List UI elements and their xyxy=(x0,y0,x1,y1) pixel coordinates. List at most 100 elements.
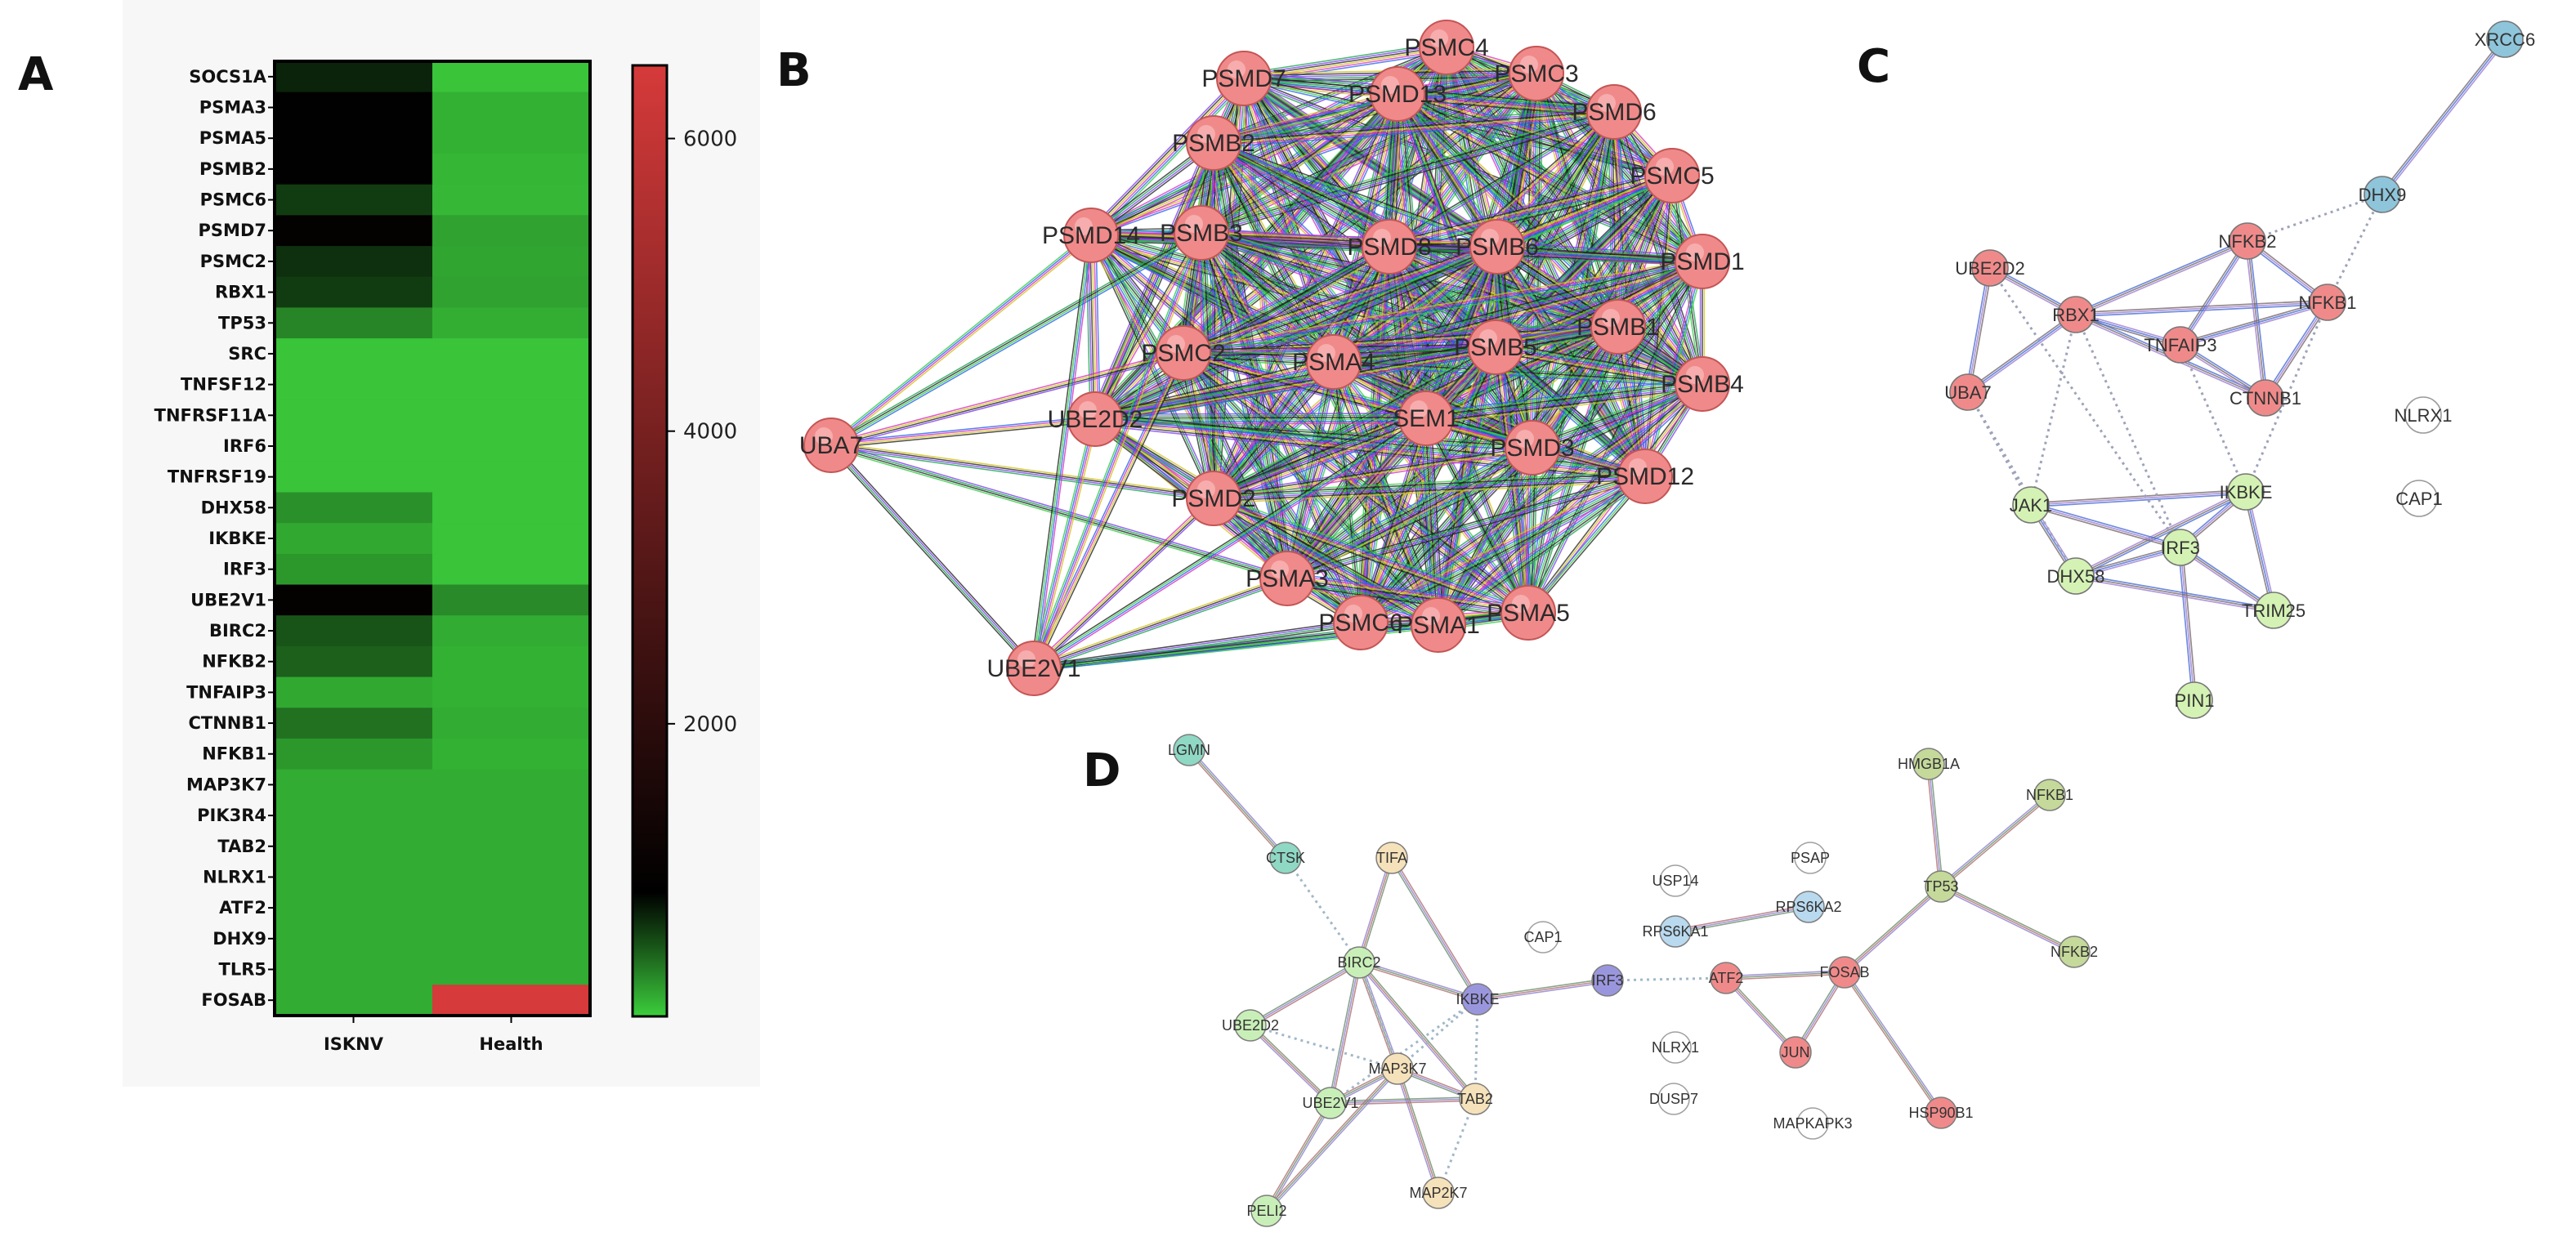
heatmap-cell xyxy=(432,276,591,308)
network-b-node xyxy=(1067,391,1123,447)
heatmap-cell xyxy=(275,953,433,985)
network-b-edge xyxy=(1239,79,1331,364)
heatmap-cell xyxy=(275,584,433,616)
network-d-node-label: RPS6KA2 xyxy=(1775,899,1841,915)
network-d-node xyxy=(1234,1009,1267,1042)
network-b-edge xyxy=(1523,447,1528,613)
network-b-edge xyxy=(1030,234,1089,668)
network-b-node-highlight xyxy=(1629,458,1647,476)
network-b-edge xyxy=(1211,412,1424,494)
network-b-edge xyxy=(1285,444,1532,576)
heatmap-cell xyxy=(432,677,591,708)
network-b-edge xyxy=(1203,230,1442,624)
network-d-node xyxy=(1796,1107,1829,1140)
heatmap-cell xyxy=(275,154,433,185)
network-d-node xyxy=(1794,842,1827,874)
network-c-edge xyxy=(2075,240,2248,315)
network-d-edge xyxy=(1398,1068,1441,1193)
network-b-edge xyxy=(832,234,1204,449)
network-d-edge xyxy=(1358,962,1478,1000)
network-c-node-label: NFKB2 xyxy=(2219,231,2277,252)
network-d-edge xyxy=(1360,961,1400,1069)
network-b-node-highlight xyxy=(1197,125,1215,143)
network-b-node xyxy=(1156,325,1211,381)
network-b-edge xyxy=(1333,364,1702,388)
network-d-edge xyxy=(1360,961,1478,1099)
network-c-edge xyxy=(2030,506,2180,551)
heatmap-cell xyxy=(275,523,433,555)
network-b-node xyxy=(1362,219,1417,275)
heatmap-cell xyxy=(275,246,433,278)
network-b-edge xyxy=(1096,233,1204,421)
network-b-edge xyxy=(831,235,1093,447)
network-b-edge xyxy=(1214,114,1615,147)
network-b-edge xyxy=(1286,472,1645,577)
network-b-edge xyxy=(831,421,1096,449)
network-d-edge xyxy=(1725,970,1845,977)
network-b-edge xyxy=(1287,327,1620,580)
network-b-node-label: SEM1 xyxy=(1393,405,1460,432)
network-c-edge xyxy=(2247,491,2277,610)
heatmap-cell xyxy=(432,246,591,278)
network-b-edge xyxy=(1182,242,1496,351)
heatmap-cell xyxy=(275,615,433,647)
heatmap-row-label: TLR5 xyxy=(219,959,267,979)
network-d-edge xyxy=(1845,887,1943,975)
network-d-edge xyxy=(1393,856,1480,999)
network-b-edge xyxy=(1214,112,1615,145)
network-b-edge xyxy=(1094,346,1496,420)
heatmap-row-label: BIRC2 xyxy=(209,621,266,641)
network-b-node-highlight xyxy=(1271,560,1289,578)
network-c-edge xyxy=(2076,493,2247,578)
network-b-edge xyxy=(1095,234,1101,419)
network-b-node xyxy=(1411,597,1466,653)
network-b-edge xyxy=(1201,93,1398,234)
network-c-edge xyxy=(2181,547,2198,700)
network-b-node xyxy=(1333,595,1389,650)
network-b-node-label: PSMD2 xyxy=(1171,485,1255,512)
heatmap-cell xyxy=(432,922,591,955)
network-b-edge xyxy=(1241,78,1333,363)
network-b-node-label: PSMA5 xyxy=(1487,600,1570,627)
network-c-edge xyxy=(2181,241,2250,346)
network-b-edge xyxy=(1183,261,1703,355)
network-b-edge xyxy=(1094,414,1426,418)
heatmap-cell xyxy=(275,400,433,431)
network-c-node-label: RBX1 xyxy=(2052,305,2099,325)
network-b-edge xyxy=(1033,577,1287,668)
network-b-node-label: PSMD3 xyxy=(1490,435,1574,462)
network-b-node-label: PSMC6 xyxy=(1318,610,1402,636)
heatmap-row-label: PSMD7 xyxy=(199,221,266,240)
network-b-node xyxy=(1500,585,1556,641)
heatmap-row-label: TNFRSF19 xyxy=(168,467,266,487)
network-b-edge xyxy=(1335,249,1500,366)
network-d-node-label: PSAP xyxy=(1791,850,1830,866)
network-b-edge xyxy=(1034,235,1093,669)
heatmap-cell xyxy=(275,492,433,524)
network-c-edge xyxy=(2244,241,2265,399)
network-d-edge xyxy=(1330,962,1360,1104)
network-b-node-label: PSMD14 xyxy=(1042,222,1140,249)
network-b-node xyxy=(1006,641,1062,696)
network-b-edge xyxy=(831,441,1214,497)
network-b-edge xyxy=(1610,112,1701,386)
network-d-edge xyxy=(1675,906,1809,932)
network-b-edge xyxy=(1180,354,1359,625)
network-b-edge xyxy=(1424,418,1528,614)
network-b-edge xyxy=(1095,348,1496,422)
network-c-node xyxy=(2309,284,2346,321)
network-b-node-highlight xyxy=(1479,329,1497,347)
network-c-edge xyxy=(2030,489,2246,504)
panel-letter-a: A xyxy=(18,48,54,101)
network-b-node xyxy=(1617,449,1673,504)
network-d-node-label: NFKB2 xyxy=(2051,944,2098,960)
network-b-node-label: PSMC5 xyxy=(1630,163,1714,190)
heatmap-cell xyxy=(275,830,433,863)
network-b-edge xyxy=(1497,245,1703,261)
network-d-edge xyxy=(1264,1101,1330,1211)
network-d-node xyxy=(1659,915,1692,948)
network-c-node xyxy=(2162,529,2199,566)
heatmap-cell xyxy=(275,123,433,154)
network-b-edge xyxy=(1425,377,1702,413)
heatmap-row-label: TNFAIP3 xyxy=(186,682,266,702)
